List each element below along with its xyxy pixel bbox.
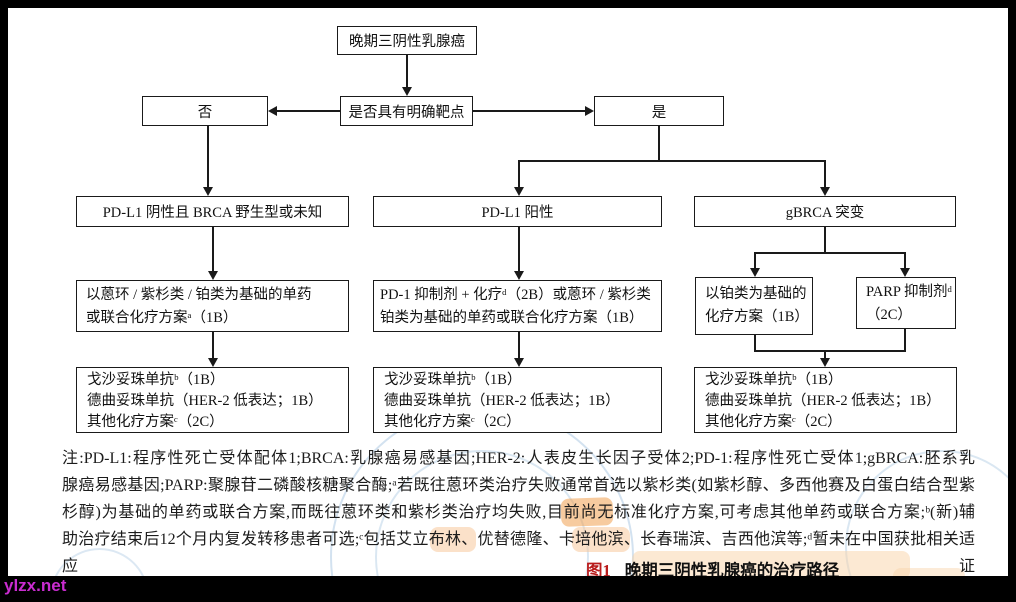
connector-split-gbrca xyxy=(824,160,826,188)
node-line: 以铂类为基础的 xyxy=(705,286,807,302)
connector-pdl1negative-chemo xyxy=(212,227,214,272)
connector-gbrca-split-stem xyxy=(824,227,826,253)
node-chemo-left: 以蒽环 / 紫杉类 / 铂类为基础的单药 或联合化疗方案ᵃ（1B） xyxy=(76,280,349,332)
connector-decision-yes xyxy=(473,110,586,112)
connector-merge-final xyxy=(824,350,826,360)
connector-pdl1positive-chemo xyxy=(518,227,520,272)
connector-yes-split-stem xyxy=(658,126,660,162)
arrowhead-down-icon xyxy=(514,187,524,196)
node-line: 化疗方案（1B） xyxy=(705,309,809,325)
connector-chemomid-final xyxy=(518,332,520,359)
node-line: 或联合化疗方案ᵃ（1B） xyxy=(86,310,238,326)
node-line: （2C） xyxy=(866,307,912,323)
site-watermark-text: ylzx.net xyxy=(4,576,67,595)
node-line: 其他化疗方案ᶜ（2C） xyxy=(384,414,521,430)
node-pdl1-negative: PD-L1 阴性且 BRCA 野生型或未知 xyxy=(76,196,349,227)
arrowhead-down-icon xyxy=(820,358,830,367)
connector-decision-no xyxy=(276,110,340,112)
node-line: 戈沙妥珠单抗ᵇ（1B） xyxy=(384,372,522,388)
node-no: 否 xyxy=(142,96,268,126)
arrowhead-down-icon xyxy=(203,187,213,196)
node-line: 戈沙妥珠单抗ᵇ（1B） xyxy=(705,372,843,388)
connector-split-pdl1positive xyxy=(518,160,520,188)
node-line: 德曲妥珠单抗（HER-2 低表达；1B） xyxy=(705,393,941,409)
node-line: 戈沙妥珠单抗ᵇ（1B） xyxy=(87,372,225,388)
node-line: 德曲妥珠单抗（HER-2 低表达；1B） xyxy=(87,393,323,409)
figure-number-label: 图1 xyxy=(586,561,611,576)
node-label: gBRCA 突变 xyxy=(785,205,865,221)
figure-title: 晚期三阴性乳腺癌的治疗路径 xyxy=(624,561,840,576)
node-platinum-chemo: 以铂类为基础的 化疗方案（1B） xyxy=(695,277,813,335)
node-line: 其他化疗方案ᶜ（2C） xyxy=(87,414,224,430)
connector-chemoleft-final xyxy=(212,332,214,359)
node-label: 是 xyxy=(651,104,667,121)
arrowhead-down-icon xyxy=(820,187,830,196)
node-yes: 是 xyxy=(594,96,724,126)
node-label: PD-L1 阴性且 BRCA 野生型或未知 xyxy=(102,205,323,221)
node-line: 以蒽环 / 紫杉类 / 铂类为基础的单药 xyxy=(86,287,312,303)
connector-platinum-merge xyxy=(754,335,756,351)
arrowhead-left-icon xyxy=(268,106,277,116)
node-final-left: 戈沙妥珠单抗ᵇ（1B） 德曲妥珠单抗（HER-2 低表达；1B） 其他化疗方案ᶜ… xyxy=(76,367,349,433)
node-pdl1-positive: PD-L1 阳性 xyxy=(373,196,662,227)
node-line: 铂类为基础的单药或联合化疗方案（1B） xyxy=(380,310,644,326)
arrowhead-down-icon xyxy=(208,271,218,280)
node-line: PD-1 抑制剂 + 化疗ᵈ（2B）或蒽环 / 紫杉类 xyxy=(380,287,651,303)
node-final-right: 戈沙妥珠单抗ᵇ（1B） 德曲妥珠单抗（HER-2 低表达；1B） 其他化疗方案ᶜ… xyxy=(694,367,957,433)
connector-split-parp xyxy=(904,252,906,269)
footnote-line: 腺癌易感基因;PARP:聚腺苷二磷酸核糖聚合酶;ᵃ若既往蒽环类治疗失败通常首选以… xyxy=(62,477,975,494)
node-final-mid: 戈沙妥珠单抗ᵇ（1B） 德曲妥珠单抗（HER-2 低表达；1B） 其他化疗方案ᶜ… xyxy=(373,367,662,433)
node-gbrca-mutation: gBRCA 突变 xyxy=(694,196,956,227)
arrowhead-down-icon xyxy=(514,271,524,280)
arrowhead-down-icon xyxy=(750,268,760,277)
connector-split-platinum xyxy=(754,252,756,269)
arrowhead-down-icon xyxy=(402,87,412,96)
connector-gbrca-split-bar xyxy=(754,252,906,254)
node-label: 否 xyxy=(197,104,213,121)
figure-content-area: 晚期三阴性乳腺癌 是否具有明确靶点 否 是 PD-L1 阴性且 BRCA 野生型… xyxy=(8,8,1008,576)
node-root: 晚期三阴性乳腺癌 xyxy=(337,26,477,55)
footnote-line: 杉醇)为基础的单药或联合方案,而既往蒽环类和紫杉类治疗均失败,目前尚无标准化疗方… xyxy=(62,504,975,521)
node-label: 是否具有明确靶点 xyxy=(348,104,465,121)
connector-root-decision xyxy=(406,55,408,89)
arrowhead-right-icon xyxy=(585,106,594,116)
footnote-line: 注:PD-L1:程序性死亡受体配体1;BRCA:乳腺癌易感基因;HER-2:人表… xyxy=(62,450,975,467)
node-line: PARP 抑制剂ᵈ xyxy=(866,284,953,300)
node-label: PD-L1 阳性 xyxy=(481,205,554,221)
connector-merge-bar xyxy=(754,350,906,352)
node-line: 其他化疗方案ᶜ（2C） xyxy=(705,414,842,430)
connector-parp-merge xyxy=(904,329,906,351)
node-decision: 是否具有明确靶点 xyxy=(340,96,473,126)
figure-caption: 图1 晚期三阴性乳腺癌的治疗路径 xyxy=(586,557,839,576)
node-label: 晚期三阴性乳腺癌 xyxy=(349,34,465,50)
arrowhead-down-icon xyxy=(514,358,524,367)
arrowhead-down-icon xyxy=(208,358,218,367)
node-chemo-mid: PD-1 抑制剂 + 化疗ᵈ（2B）或蒽环 / 紫杉类 铂类为基础的单药或联合化… xyxy=(373,280,662,332)
node-line: 德曲妥珠单抗（HER-2 低表达；1B） xyxy=(384,393,620,409)
connector-no-pdl1negative xyxy=(207,126,209,188)
node-parp-inhibitor: PARP 抑制剂ᵈ （2C） xyxy=(856,277,956,329)
connector-yes-split-bar xyxy=(518,160,826,162)
arrowhead-down-icon xyxy=(900,268,910,277)
